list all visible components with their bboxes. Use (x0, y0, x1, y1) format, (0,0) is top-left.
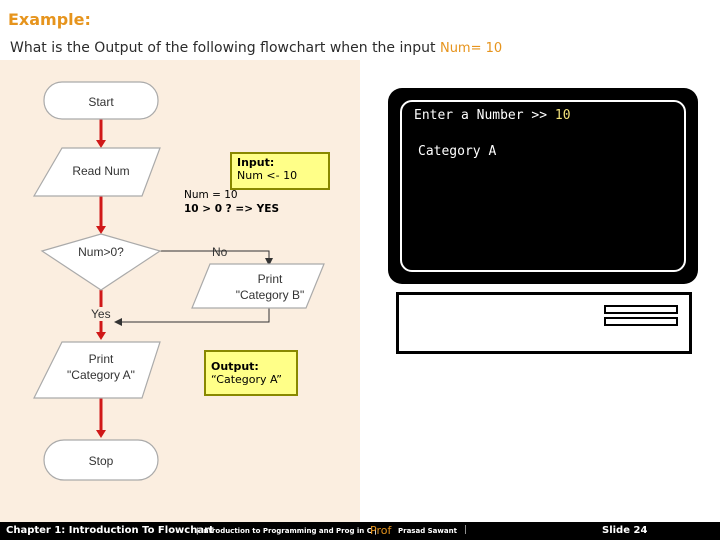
arrow-head (96, 226, 106, 234)
footer-bar: Chapter 1: Introduction To Flowchart | I… (0, 522, 720, 540)
disk-slot-1 (604, 305, 678, 314)
prompt-text: Enter a Number >> (414, 108, 548, 123)
input-note: Input: Num <- 10 (230, 152, 330, 190)
footer-chapter: Chapter 1: Introduction To Flowchart (6, 525, 214, 536)
footer-separator: | (464, 525, 468, 535)
print-b-line2: "Category B" (236, 288, 305, 302)
footer-prof: Prof (370, 524, 392, 537)
calc-line-2: 10 > 0 ? => YES (184, 203, 280, 215)
slide-title: Example: (8, 10, 91, 29)
condition-check: Num = 10 10 > 0 ? => YES (184, 188, 279, 216)
print-b-line1: Print (258, 272, 283, 286)
output-note-head: Output: (211, 360, 259, 373)
start-terminal (43, 81, 159, 120)
decision-diamond (40, 233, 162, 291)
start-label: Start (88, 95, 114, 109)
monitor-screen (400, 100, 686, 272)
question-body: What is the Output of the following flow… (10, 40, 436, 56)
output-note: Output: “Category A” (204, 350, 298, 396)
print-a-line2: "Category A" (67, 368, 135, 382)
input-highlight: Num= 10 (439, 41, 503, 56)
stop-terminal (43, 439, 159, 481)
input-note-value: Num <- 10 (237, 169, 298, 182)
output-note-value: “Category A” (211, 373, 282, 386)
yes-label-bg (90, 307, 114, 321)
screen-result: Category A (418, 144, 497, 159)
disk-slot-2 (604, 317, 678, 326)
decision-label: Num>0? (78, 245, 124, 259)
read-label: Read Num (72, 164, 129, 178)
footer-course: | Introduction to Programming and Prog i… (196, 527, 377, 535)
arrow-head (96, 332, 106, 340)
footer-prof-name: Prasad Sawant (398, 527, 457, 535)
print-b-parallelogram (191, 263, 325, 309)
prompt-value: 10 (554, 108, 571, 123)
input-note-head: Input: (237, 156, 275, 169)
flow-arrows (96, 119, 106, 438)
no-label: No (212, 245, 228, 259)
print-a-parallelogram (33, 341, 161, 399)
yes-label: Yes (91, 307, 111, 321)
read-parallelogram (32, 147, 161, 197)
arrow-head (96, 140, 106, 148)
flowchart-diagram: Start Read Num Num>0? No Print "Category… (32, 81, 325, 481)
stop-label: Stop (89, 454, 114, 468)
screen-prompt: Enter a Number >> 10 (414, 108, 571, 123)
footer-slide-number: Slide 24 (602, 525, 648, 536)
arrow-head (96, 430, 106, 438)
calc-line-1: Num = 10 (184, 189, 238, 201)
question-text: What is the Output of the following flow… (10, 40, 502, 56)
print-a-line1: Print (89, 352, 114, 366)
no-branch-lines (114, 250, 273, 326)
computer-base (396, 292, 692, 354)
